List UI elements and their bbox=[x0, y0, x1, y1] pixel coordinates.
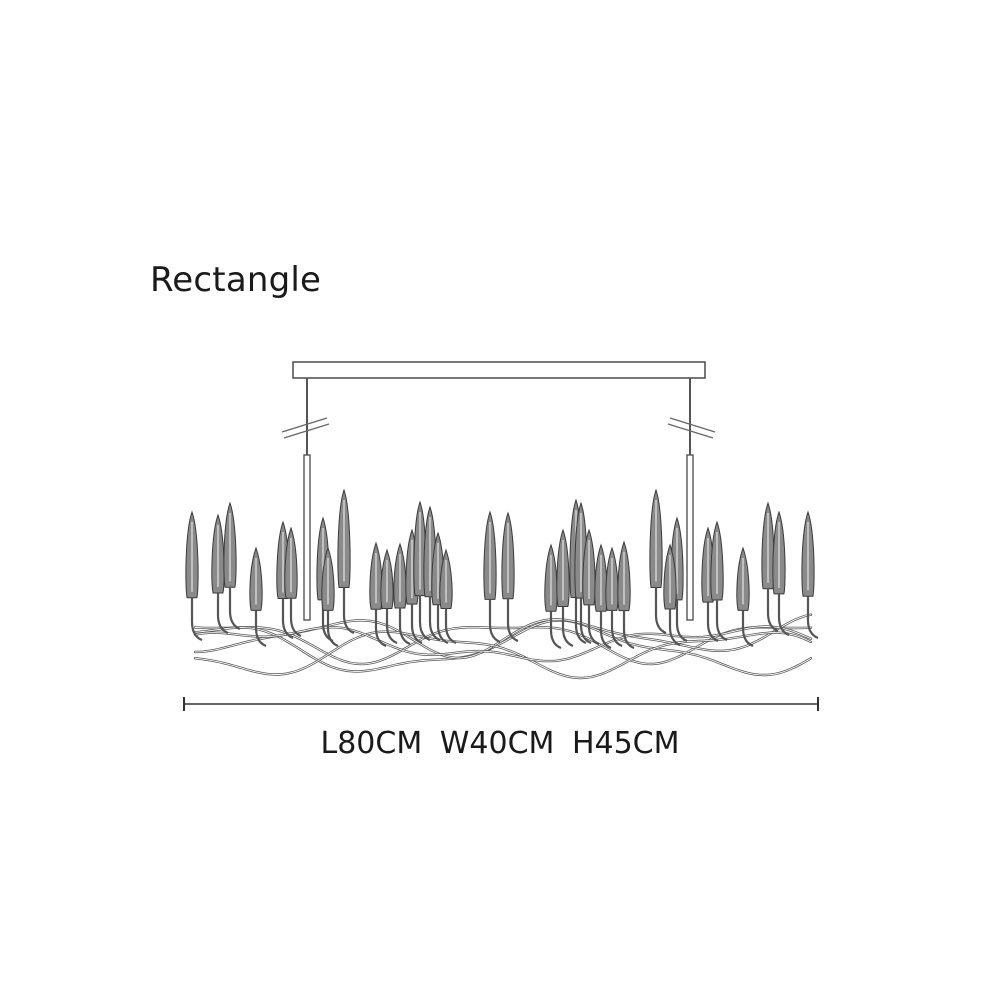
candle-arm bbox=[321, 546, 339, 648]
candle-arm bbox=[211, 513, 229, 635]
candle-arm bbox=[380, 548, 398, 645]
candle-arm bbox=[556, 528, 574, 648]
candle-arm bbox=[582, 528, 600, 646]
ceiling-canopy bbox=[292, 361, 706, 379]
candle-arm bbox=[249, 546, 267, 648]
frame-loop-strand bbox=[193, 630, 813, 680]
candle-arm bbox=[483, 510, 501, 644]
candle-arms bbox=[185, 488, 819, 650]
candle-arm bbox=[663, 543, 681, 647]
candle-arm bbox=[594, 543, 612, 650]
dimensions-label: L80CM W40CM H45CM bbox=[320, 726, 680, 761]
candle-arm bbox=[369, 541, 387, 648]
shape-label: Rectangle bbox=[150, 260, 322, 300]
frame-loop-highlight bbox=[194, 626, 812, 662]
candle-arm bbox=[649, 488, 667, 635]
candle-arm bbox=[605, 546, 623, 648]
candle-arm bbox=[710, 520, 728, 642]
candle-arm bbox=[185, 510, 203, 642]
frame-loop-highlight bbox=[194, 619, 812, 676]
candle-arm bbox=[501, 511, 519, 643]
frame-loop-highlight bbox=[194, 631, 812, 679]
candle-arm bbox=[413, 500, 431, 642]
candle-arm bbox=[761, 501, 779, 633]
candle-arm bbox=[223, 501, 241, 631]
candle-arm bbox=[772, 510, 790, 637]
candle-arm bbox=[284, 526, 302, 638]
candle-arm bbox=[801, 510, 819, 640]
candle-arm bbox=[544, 543, 562, 650]
dimension-line bbox=[183, 697, 819, 711]
candle-arm bbox=[337, 488, 355, 635]
candle-arm bbox=[439, 548, 457, 645]
cable-break-marks bbox=[281, 417, 716, 439]
candle-arm bbox=[736, 546, 754, 648]
candle-arm bbox=[393, 542, 411, 646]
suspension-rods bbox=[303, 378, 694, 621]
candle-arm bbox=[617, 540, 635, 650]
looping-frame bbox=[193, 613, 813, 680]
